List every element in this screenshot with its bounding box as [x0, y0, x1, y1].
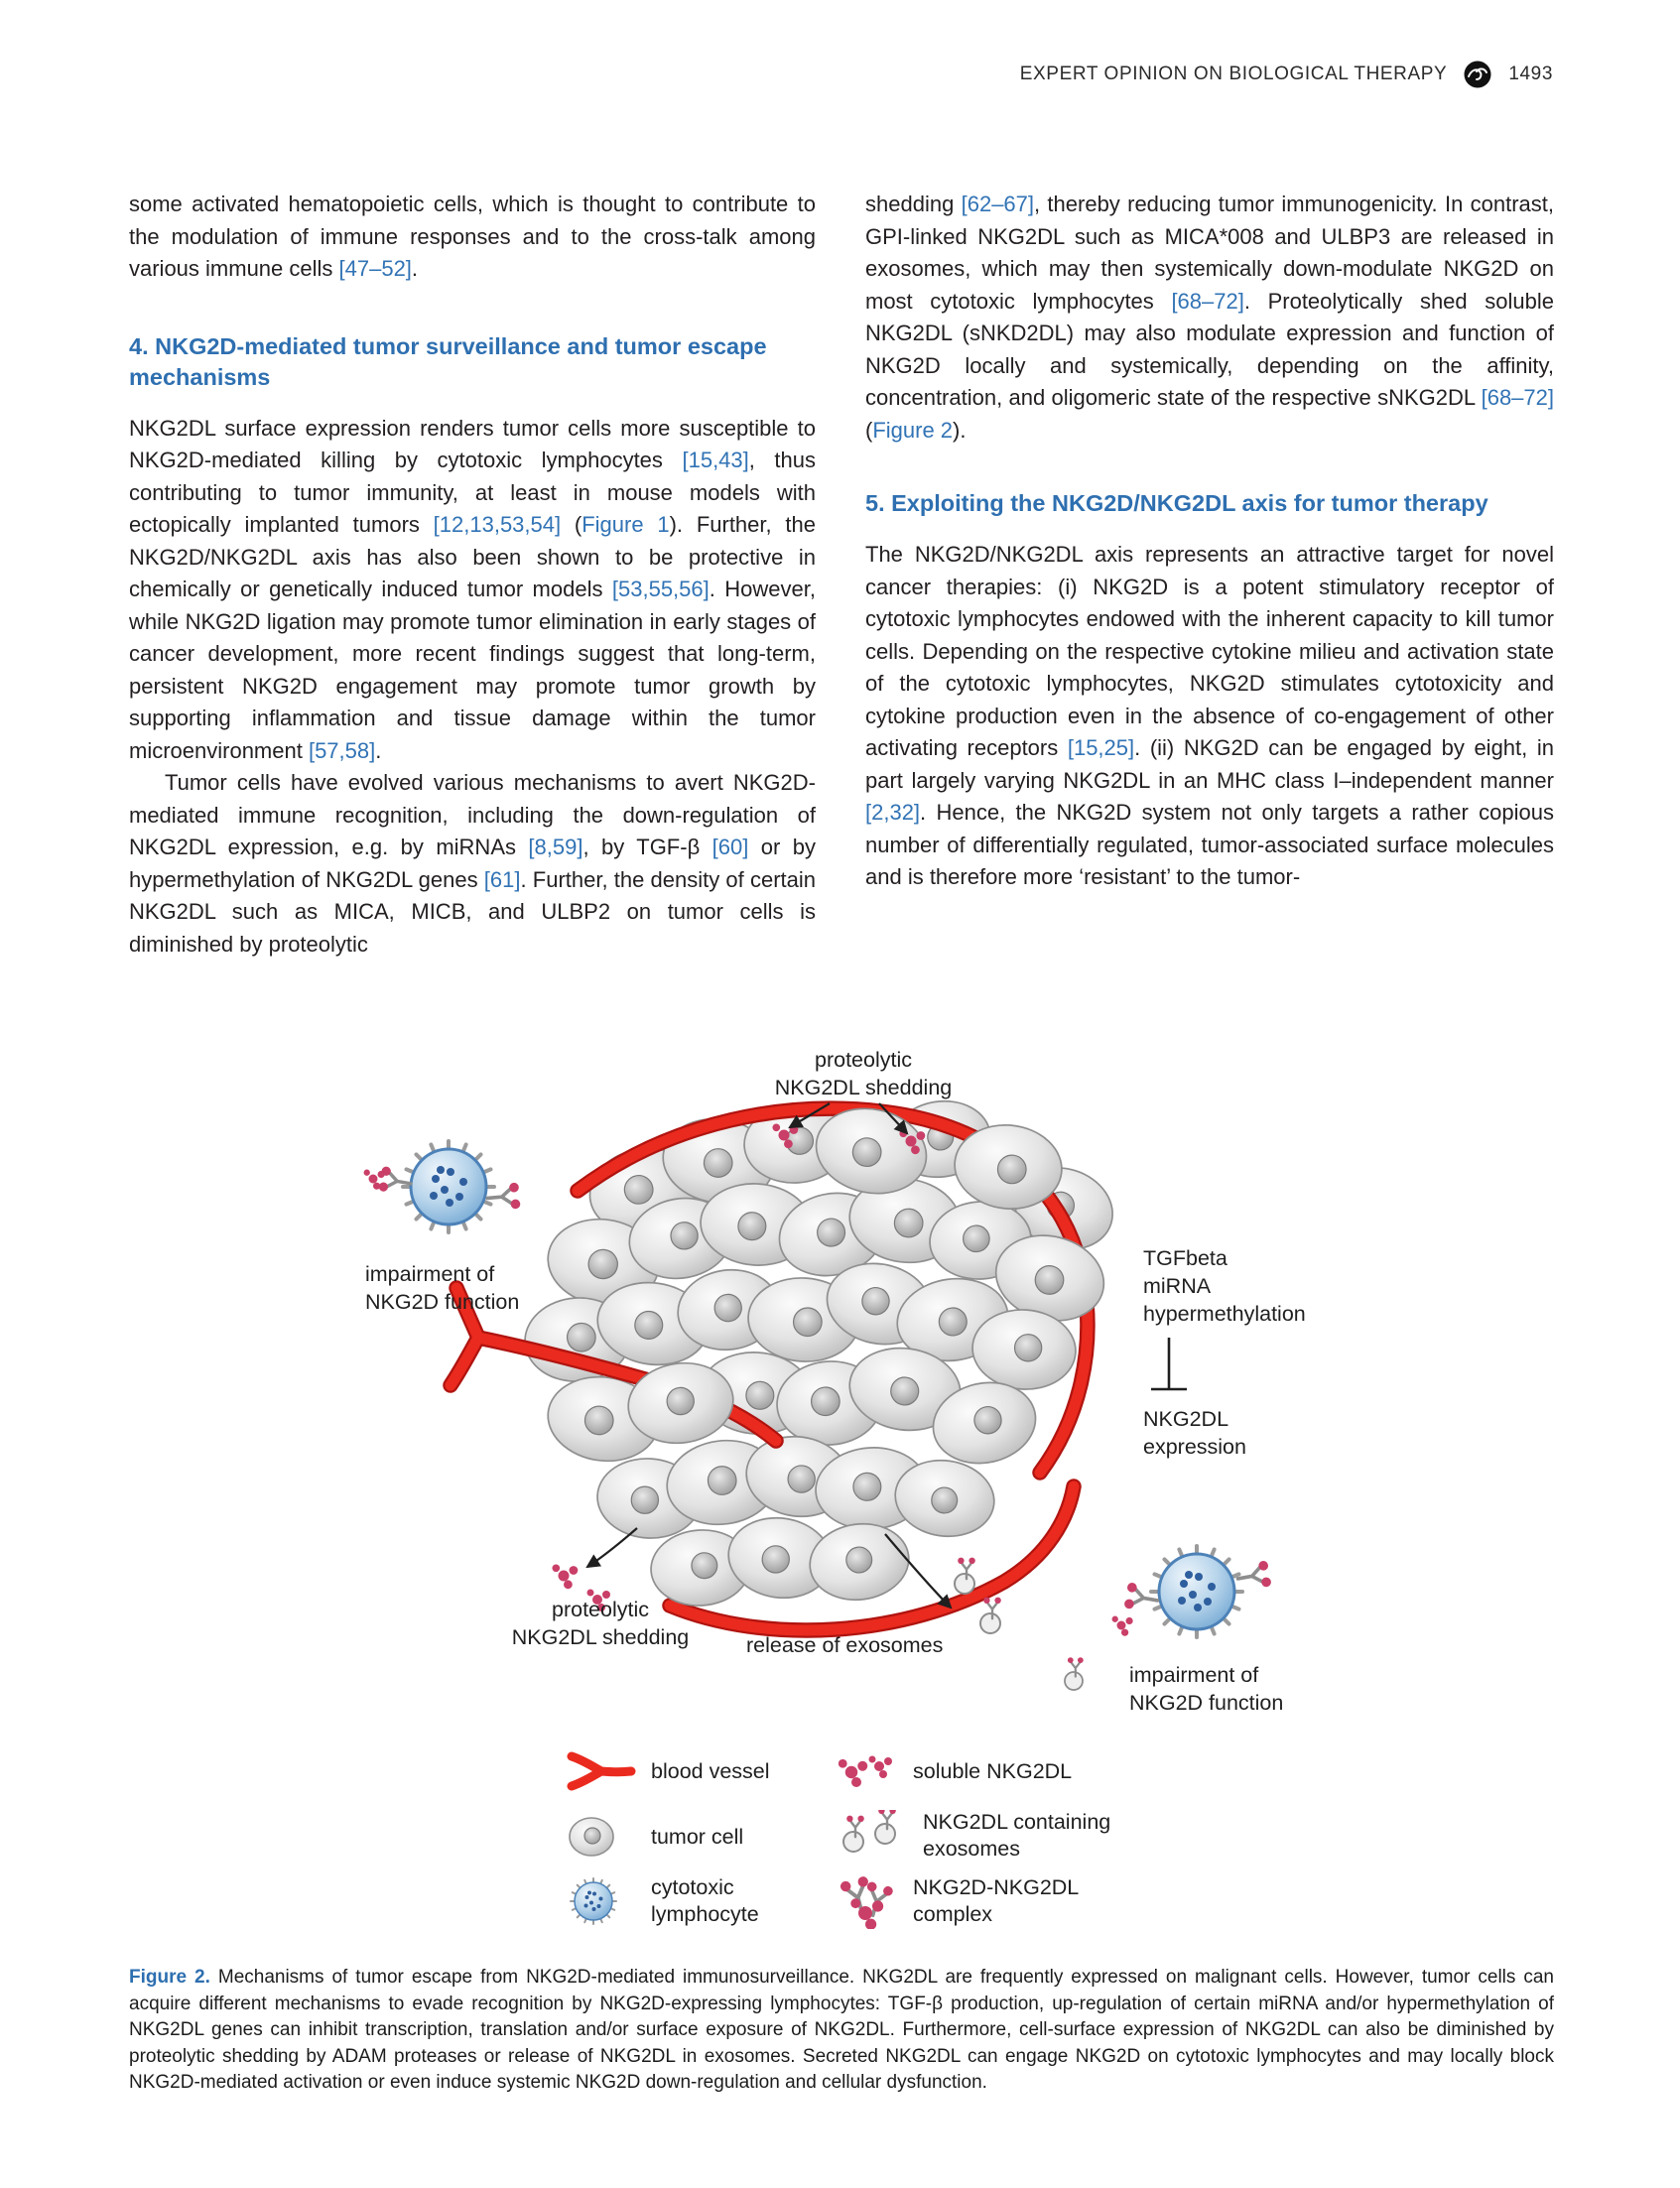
tumor-cell	[954, 1124, 1063, 1210]
legend-item-blood-vessel: blood vessel	[562, 1746, 770, 1796]
legend-label: blood vessel	[651, 1758, 770, 1783]
legend-label: cytotoxic lymphocyte	[651, 1875, 759, 1926]
page-header: EXPERT OPINION ON BIOLOGICAL THERAPY 149…	[129, 60, 1553, 89]
right-column: shedding [62–67], thereby reducing tumor…	[865, 189, 1554, 894]
blood-vessel-icon	[567, 1751, 636, 1791]
nkg2d-nkg2dl-complex	[878, 1810, 896, 1831]
exosome	[954, 1557, 975, 1595]
nkg2d-nkg2dl-complex	[1235, 1561, 1271, 1588]
tumor-cell	[650, 1529, 751, 1607]
figure-caption: Figure 2. Mechanisms of tumor escape fro…	[129, 1967, 1555, 2093]
tumor-cell	[727, 1516, 833, 1600]
nkg2d-nkg2dl-complex	[378, 1166, 413, 1192]
legend-item-cytotoxic-lymphocyte: cytotoxic lymphocyte	[562, 1873, 759, 1929]
nkg2d-nkg2dl-complex-icon	[840, 1876, 893, 1929]
figure-label-proteolytic-shedding-bottom: proteolytic NKG2DL shedding	[511, 1598, 690, 1649]
page-number: 1493	[1508, 64, 1553, 84]
figure-label-release-exosomes: release of exosomes	[746, 1633, 944, 1657]
journal-title: EXPERT OPINION ON BIOLOGICAL THERAPY	[1019, 64, 1448, 84]
cytotoxic-lymphocyte	[570, 1877, 617, 1925]
soluble-nkg2dl	[363, 1169, 385, 1190]
tumor-cell	[809, 1522, 910, 1602]
paragraph: shedding [62–67], thereby reducing tumor…	[865, 192, 1554, 443]
exosome	[979, 1597, 1001, 1634]
figure-2-diagram: proteolytic NKG2DL shedding impairment o…	[129, 1040, 1553, 1945]
soluble-nkg2dl	[868, 1755, 892, 1778]
figure-2-canvas	[363, 1099, 1271, 1691]
exosome	[842, 1815, 864, 1853]
exosome	[1064, 1657, 1084, 1691]
figure-label-impairment-right: impairment of NKG2D function	[1129, 1663, 1284, 1715]
publisher-logo-icon	[1463, 60, 1492, 89]
paragraph: some activated hematopoietic cells, whic…	[129, 192, 816, 281]
legend-label: NKG2DL containing exosomes	[923, 1810, 1111, 1861]
left-column: some activated hematopoietic cells, whic…	[129, 189, 816, 961]
legend-label: NKG2D-NKG2DL complex	[913, 1875, 1080, 1926]
tumor-cell	[848, 1347, 962, 1432]
nkg2d-nkg2dl-complex	[958, 1557, 975, 1581]
figure-label-tgfbeta: TGFbeta miRNA hypermethylation	[1143, 1246, 1306, 1326]
paragraph: NKG2DL surface expression renders tumor …	[129, 415, 817, 763]
legend-item-nkg2d-complex: NKG2D-NKG2DL complex	[832, 1873, 1079, 1929]
soluble-nkg2dl-icon	[838, 1755, 892, 1787]
nkg2d-nkg2dl-complex	[840, 1876, 868, 1915]
tumor-cell	[932, 1381, 1037, 1465]
figure-label-nkg2dl-expression: NKG2DL expression	[1143, 1407, 1246, 1459]
exosome	[874, 1810, 896, 1845]
cytotoxic-lymphocyte	[1149, 1544, 1244, 1639]
soluble-nkg2dl	[586, 1589, 610, 1611]
tumor-cell-cluster-front	[627, 1107, 1105, 1607]
tumor-cell	[627, 1361, 734, 1445]
legend-item-tumor-cell: tumor cell	[562, 1812, 743, 1862]
soluble-nkg2dl	[850, 1898, 884, 1929]
legend-item-soluble-nkg2dl: soluble NKG2DL	[832, 1748, 1072, 1794]
nkg2dl-exosome-icon	[842, 1810, 896, 1853]
nkg2d-nkg2dl-complex	[1124, 1583, 1160, 1609]
tumor-cell	[894, 1459, 995, 1538]
tumor-cell	[971, 1309, 1077, 1390]
legend-item-nkg2dl-exosomes: NKG2DL containing exosomes	[832, 1809, 1110, 1863]
tumor-cell-icon	[569, 1817, 614, 1857]
nkg2d-nkg2dl-complex	[1067, 1657, 1084, 1678]
legend-label: soluble NKG2DL	[913, 1758, 1073, 1783]
section-heading-5: 5. Exploiting the NKG2D/NKG2DL axis for …	[865, 490, 1488, 516]
figure-overlay	[363, 1123, 1271, 1691]
inhibition-symbol	[1151, 1338, 1187, 1391]
nkg2d-nkg2dl-complex	[485, 1182, 521, 1210]
cytotoxic-lymphocyte	[401, 1139, 496, 1234]
soluble-nkg2dl	[838, 1758, 868, 1787]
section-heading-4: 4. NKG2D-mediated tumor surveillance and…	[129, 332, 767, 390]
soluble-nkg2dl	[552, 1564, 579, 1590]
figure-label-proteolytic-shedding-top: proteolytic NKG2DL shedding	[774, 1048, 953, 1099]
cytotoxic-lymphocyte-icon	[570, 1877, 617, 1925]
figure-label-impairment-left: impairment of NKG2D function	[365, 1262, 520, 1314]
paragraph: The NKG2D/NKG2DL axis represents an attr…	[865, 542, 1554, 889]
figure-arrows	[585, 1102, 953, 1609]
tumor-cell	[994, 1234, 1105, 1322]
legend-label: tumor cell	[651, 1824, 744, 1849]
soluble-nkg2dl	[1111, 1615, 1133, 1636]
paragraph: Tumor cells have evolved various mechani…	[129, 770, 816, 957]
nkg2d-nkg2dl-complex	[846, 1815, 864, 1839]
nkg2d-nkg2dl-complex	[983, 1597, 1001, 1620]
